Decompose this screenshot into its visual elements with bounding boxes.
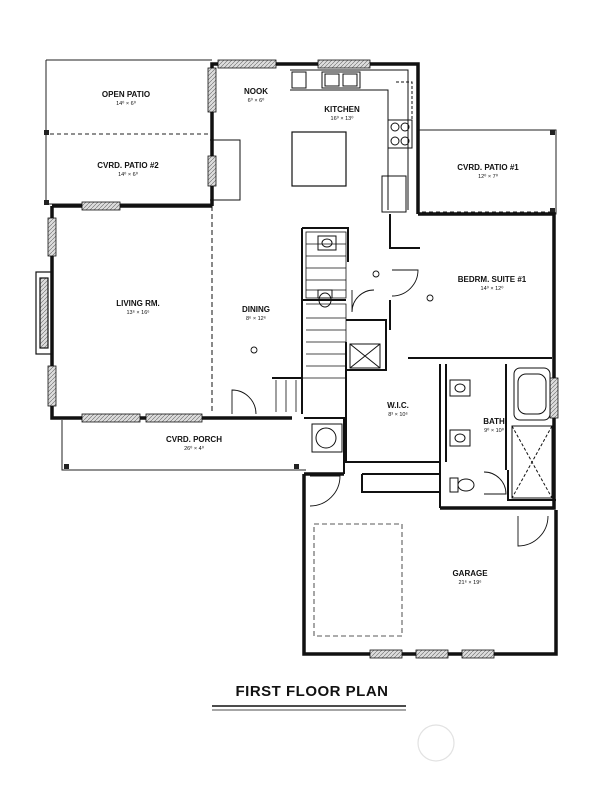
- label-cvrd-patio-2: CVRD. PATIO #2: [97, 161, 159, 170]
- label-nook: NOOK: [244, 87, 268, 96]
- size-cvrd-patio-1: 12⁰ × 7⁰: [478, 173, 499, 180]
- label-bedroom-suite: BEDRM. SUITE #1: [458, 275, 527, 284]
- size-cvrd-patio-2: 14⁰ × 6⁰: [118, 171, 139, 178]
- label-bath: BATH: [483, 417, 505, 426]
- garage-parking-outline: [313, 523, 403, 637]
- label-wic: W.I.C.: [387, 401, 409, 410]
- label-kitchen: KITCHEN: [324, 105, 360, 114]
- label-living: LIVING RM.: [116, 299, 160, 308]
- plan-title: FIRST FLOOR PLAN: [236, 683, 389, 700]
- size-wic: 8³ × 10⁶: [388, 411, 408, 418]
- size-kitchen: 16⁰ × 13⁰: [331, 115, 355, 122]
- size-living: 13⁶ × 16⁶: [126, 309, 149, 316]
- watermark-icon: [417, 724, 455, 762]
- size-open-patio: 14⁰ × 6⁰: [116, 100, 137, 107]
- size-garage: 21⁶ × 19⁶: [458, 579, 481, 586]
- stairs: [275, 231, 347, 412]
- windows: [47, 59, 559, 659]
- kitchen-sink: [321, 71, 361, 89]
- water-heater: [311, 423, 343, 453]
- size-bedroom-suite: 14⁰ × 12⁰: [481, 285, 505, 292]
- door-swings: [210, 139, 549, 547]
- label-garage: GARAGE: [452, 569, 488, 578]
- kitchen-counters: [290, 69, 413, 213]
- powder-room-fixtures: [317, 235, 337, 308]
- size-cvrd-porch: 26⁰ × 4⁰: [184, 445, 205, 452]
- label-cvrd-patio-1: CVRD. PATIO #1: [457, 163, 519, 172]
- bath-fixtures: [449, 367, 553, 499]
- shower-closet: [349, 343, 381, 369]
- size-bath: 9⁰ × 10⁰: [484, 427, 505, 434]
- patio-posts: [44, 130, 555, 469]
- interior-walls: [211, 206, 556, 508]
- size-nook: 6⁰ × 6⁰: [248, 97, 266, 104]
- title-underline: [212, 705, 406, 711]
- kitchen-island: [291, 131, 347, 187]
- bay-window: [35, 271, 53, 355]
- size-dining: 8⁶ × 12⁶: [246, 315, 266, 322]
- room-labels: OPEN PATIO 14⁰ × 6⁰ NOOK 6⁰ × 6⁰ KITCHEN…: [97, 87, 527, 586]
- label-cvrd-porch: CVRD. PORCH: [166, 435, 222, 444]
- label-open-patio: OPEN PATIO: [102, 90, 150, 99]
- range-cooktop: [387, 119, 413, 149]
- label-dining: DINING: [242, 305, 270, 314]
- ceiling-light-icon: [250, 270, 434, 354]
